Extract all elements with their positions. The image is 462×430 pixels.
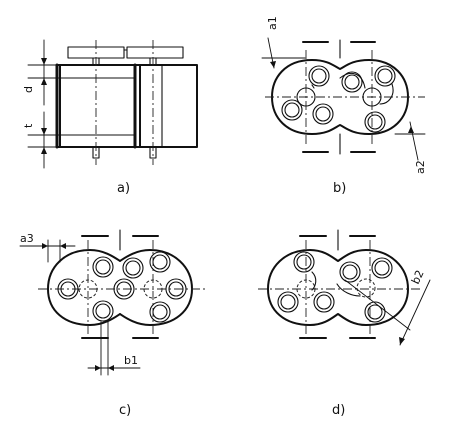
- lobe-b-r1: [341, 71, 363, 93]
- housing-outline-c: [47, 249, 193, 326]
- hub-c-right: [143, 279, 163, 299]
- dim-label-b2: b2: [409, 268, 427, 286]
- dim-label-a1: a1: [266, 16, 279, 30]
- lobe-c-l4: [113, 278, 135, 300]
- hub-b-left: [296, 87, 316, 107]
- lobe-c-l3: [92, 300, 114, 322]
- dim-label-a3: a3: [20, 232, 34, 245]
- hub-c-left: [78, 279, 98, 299]
- lobe-b-l2: [281, 99, 303, 121]
- lobe-c-r4: [149, 301, 171, 323]
- lobe-d-r2: [371, 257, 393, 279]
- lobe-d-l1: [293, 251, 315, 273]
- hub-b-right: [362, 87, 382, 107]
- dim-label-b1: b1: [124, 354, 138, 367]
- dim-label-a2: a2: [414, 160, 427, 174]
- caption-b: b): [333, 181, 346, 196]
- panel-b: a1 a2 b): [261, 16, 427, 196]
- lobe-d-r1: [339, 261, 361, 283]
- caption-d: d): [332, 403, 345, 418]
- hub-d-right: [356, 278, 376, 298]
- lobe-c-r3: [165, 278, 187, 300]
- bolt-bottom-left: [92, 146, 100, 159]
- lobe-c-l2: [92, 256, 114, 278]
- housing-outline-b: [271, 59, 409, 135]
- caption-a: a): [117, 181, 130, 196]
- dim-label-d: d: [22, 86, 35, 93]
- lobe-b-r3: [364, 111, 386, 133]
- lobe-d-l2: [277, 291, 299, 313]
- housing-outline-d: [267, 249, 409, 326]
- panel-c: a3 b1 c): [19, 229, 205, 418]
- lobe-c-r1: [122, 257, 144, 279]
- lobe-b-l3: [312, 103, 334, 125]
- dim-label-t: t: [22, 123, 35, 128]
- panel-a: d t a): [22, 39, 198, 196]
- lobe-d-l3: [313, 291, 335, 313]
- lobe-c-l1: [57, 278, 79, 300]
- hub-d-left: [296, 279, 316, 299]
- lobe-b-r2: [374, 65, 396, 87]
- top-plate-right: [126, 46, 184, 59]
- lobe-b-l1: [308, 65, 330, 87]
- lobe-d-r3: [364, 301, 386, 323]
- bolt-bottom-right: [149, 146, 157, 159]
- panel-d: b2 d): [258, 229, 431, 418]
- caption-c: c): [119, 403, 131, 418]
- lobe-c-r2: [149, 251, 171, 273]
